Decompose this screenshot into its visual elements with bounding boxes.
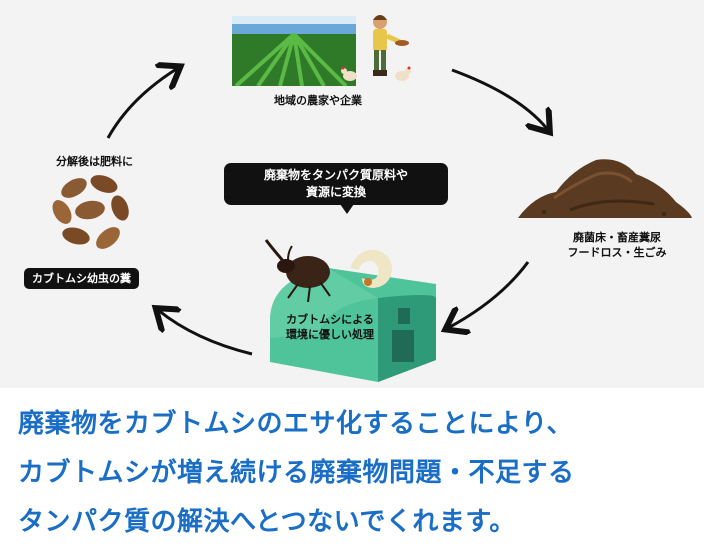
frass-tag: カブトムシ幼虫の糞	[24, 268, 139, 289]
farm-label: 地域の農家や企業	[274, 94, 362, 107]
arrow-facility-to-frass	[158, 310, 253, 356]
arrow-fertilizer-to-farm	[106, 68, 178, 139]
arrow-waste-to-facility	[448, 261, 530, 328]
caption-line-3: タンパク質の解決へとつないでくれます。	[18, 507, 516, 537]
frass-image	[52, 175, 129, 249]
caption-line-1: 廃棄物をカブトムシのエサ化することにより、	[18, 409, 573, 439]
caption-line-2: カブトムシが増え続ける廃棄物問題・不足する	[18, 458, 575, 488]
fertilizer-label: 分解後は肥料に	[56, 155, 133, 168]
facility-image	[264, 239, 436, 382]
facility-label-line-1: カブトムシによる	[286, 313, 374, 326]
waste-label: 廃菌床・畜産糞尿 フードロス・生ごみ	[558, 230, 676, 260]
farmer-image	[341, 15, 411, 81]
conversion-callout: 廃棄物をタンパク質原料や 資源に変換	[224, 163, 448, 214]
cycle-diagram: 地域の農家や企業 廃菌床・畜産糞尿 フードロス・生ごみ 廃棄物をタンパク質原料や…	[0, 0, 704, 388]
arrow-farm-to-waste	[451, 68, 548, 130]
facility-label-line-2: 環境に優しい処理	[286, 328, 374, 341]
waste-label-line-2: フードロス・生ごみ	[567, 246, 667, 259]
soil-heap-image	[518, 159, 692, 218]
waste-label-line-1: 廃菌床・畜産糞尿	[573, 231, 661, 244]
callout-line-2: 資源に変換	[305, 185, 366, 199]
cycle-arrows	[106, 0, 704, 356]
caption-text: 廃棄物をカブトムシのエサ化することにより、 カブトムシが増え続ける廃棄物問題・不…	[18, 400, 698, 547]
farm-field-image	[232, 16, 356, 86]
callout-tail	[340, 204, 354, 214]
facility-label: カブトムシによる 環境に優しい処理	[282, 312, 378, 342]
callout-line-1: 廃棄物をタンパク質原料や	[263, 168, 408, 182]
